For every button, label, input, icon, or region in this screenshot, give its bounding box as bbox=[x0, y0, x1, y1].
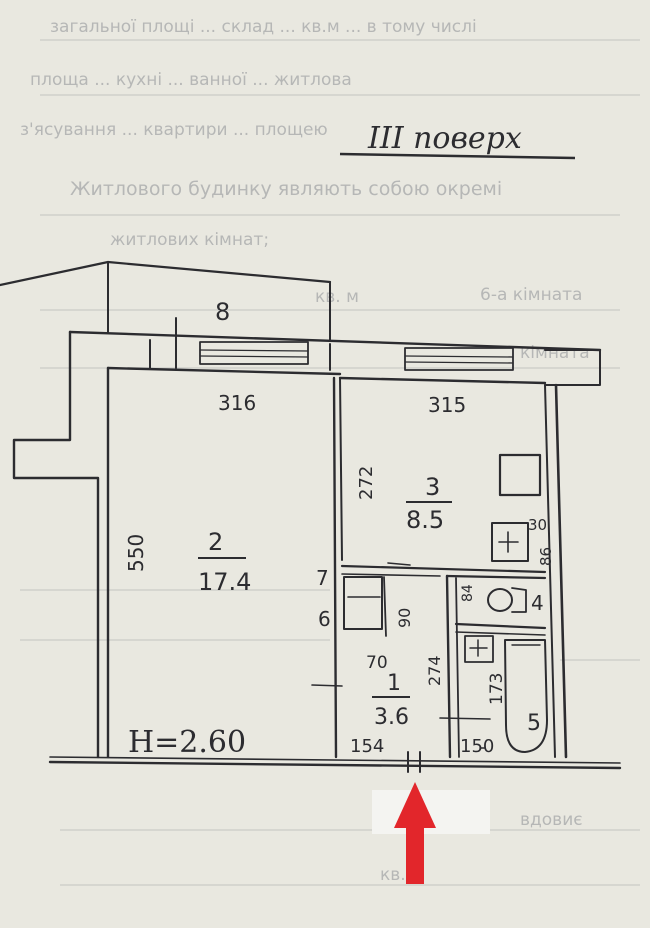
bg-text-6: кв. м bbox=[315, 287, 359, 307]
room-6-number: 6 bbox=[318, 607, 331, 631]
entrance-door bbox=[407, 751, 421, 773]
dim-room3-width: 315 bbox=[428, 393, 466, 417]
washbasin bbox=[464, 635, 494, 663]
bg-text-3: з'ясування ... квартири ... площею bbox=[20, 120, 328, 140]
room-4-number: 4 bbox=[531, 591, 544, 615]
dim-bath-width: 150 bbox=[460, 736, 494, 757]
floor-title-underline bbox=[339, 152, 576, 160]
room2-top-wall bbox=[106, 366, 342, 376]
dim-room2-length: 550 bbox=[124, 534, 148, 572]
wc-bottom-wall bbox=[454, 622, 547, 630]
kitchen-bottom-wall bbox=[340, 564, 547, 574]
room-3-area: 8.5 bbox=[406, 506, 444, 534]
bg-text-7: 6-а кімната bbox=[480, 285, 582, 305]
bg-text-9: вдовиє bbox=[520, 810, 583, 830]
closet bbox=[343, 576, 383, 630]
window-room2 bbox=[199, 341, 309, 365]
bath-left-wall bbox=[445, 574, 452, 759]
floor-title: III поверх bbox=[367, 121, 522, 156]
room-2-number: 2 bbox=[208, 528, 223, 556]
dim-closet-a: 90 bbox=[395, 608, 414, 628]
outer-left-wall bbox=[12, 330, 100, 759]
room-labels: 8 2 17.4 3 8.5 1 3.6 4 5 6 7 bbox=[198, 298, 544, 736]
plan-drawing bbox=[0, 260, 622, 773]
dim-bath-length: 173 bbox=[487, 673, 507, 705]
room-7-number: 7 bbox=[316, 566, 329, 590]
background-printed-text: загальної площі ... склад ... кв.м ... в… bbox=[20, 17, 590, 885]
partition-room2-room3 bbox=[332, 376, 338, 759]
outer-right-wall-inner bbox=[544, 384, 556, 758]
dim-corridor-width: 154 bbox=[350, 736, 384, 757]
room-3-number: 3 bbox=[425, 473, 440, 501]
dim-wc-depth: 84 bbox=[460, 584, 476, 602]
dim-room3-length: 272 bbox=[356, 466, 377, 500]
outer-bottom-wall bbox=[48, 760, 622, 770]
wc-top-wall bbox=[445, 574, 547, 580]
room-5-number: 5 bbox=[527, 711, 541, 736]
room-1-area: 3.6 bbox=[374, 705, 409, 730]
outer-right-notch bbox=[544, 349, 601, 386]
ceiling-height: H=2.60 bbox=[128, 725, 246, 760]
bg-text-1: загальної площі ... склад ... кв.м ... в… bbox=[50, 17, 477, 37]
entrance-arrow-icon bbox=[394, 782, 436, 884]
room-8-number: 8 bbox=[215, 298, 230, 326]
bg-text-2: площа ... кухні ... ванної ... житлова bbox=[30, 70, 352, 90]
room3-top-wall bbox=[338, 376, 547, 385]
room-1-number: 1 bbox=[387, 671, 401, 696]
dim-wc-width: 86 bbox=[537, 547, 555, 566]
bg-text-10: кв. bbox=[380, 865, 406, 885]
room-2-area: 17.4 bbox=[198, 568, 251, 596]
bathtub bbox=[504, 639, 548, 753]
outer-top-wall bbox=[68, 330, 602, 352]
dim-wc-small: 30 bbox=[528, 516, 547, 534]
dimension-labels: 316 315 550 272 90 70 274 173 154 150 30… bbox=[124, 391, 555, 757]
dim-room2-width: 316 bbox=[218, 391, 256, 415]
outer-right-wall bbox=[554, 383, 568, 759]
toilet-bowl bbox=[487, 588, 513, 612]
bg-text-5: житлових кімнат; bbox=[110, 230, 269, 250]
dim-corridor-length: 274 bbox=[425, 655, 444, 686]
dim-closet-b: 70 bbox=[366, 653, 388, 673]
stove bbox=[498, 453, 542, 497]
bg-text-8: кімната bbox=[520, 343, 590, 363]
window-room3 bbox=[404, 347, 514, 371]
bg-text-4: Житлового будинку являють собою окремі bbox=[70, 178, 502, 200]
kitchen-sink bbox=[491, 522, 529, 562]
